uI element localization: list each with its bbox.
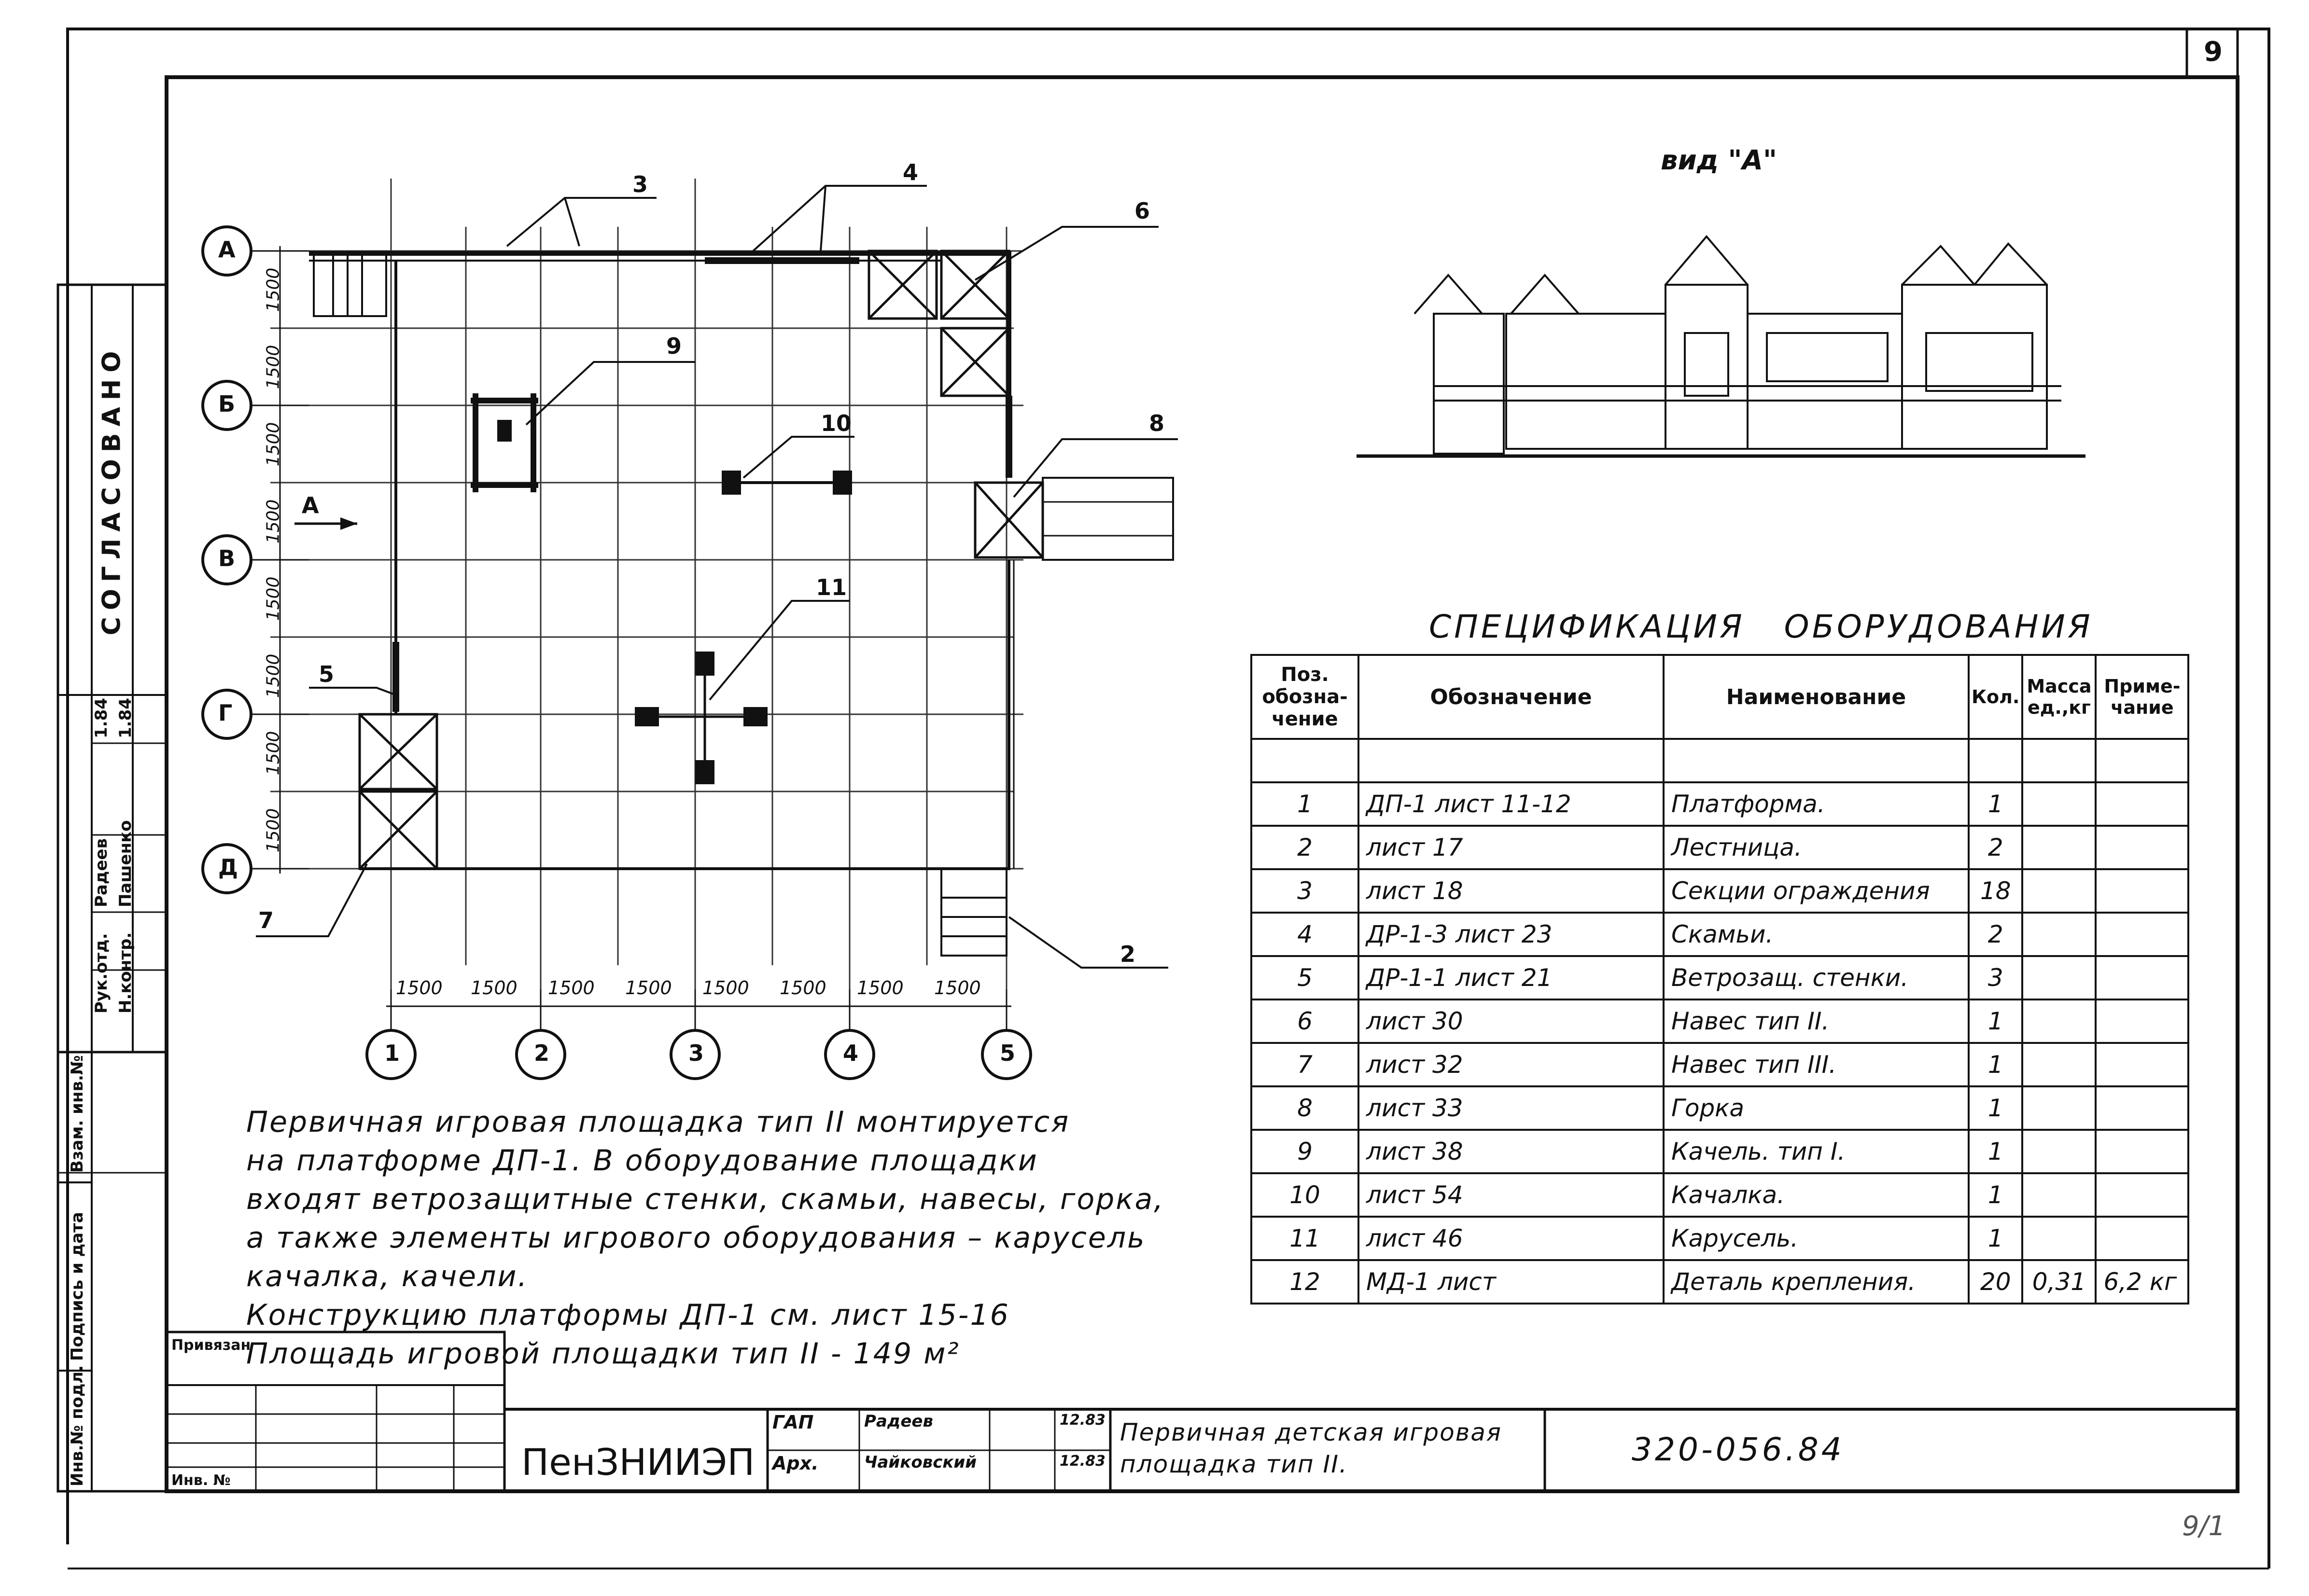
agreed-label: СОГЛАСОВАНО — [97, 344, 126, 636]
tb-date-1: 12.83 — [1060, 1412, 1106, 1429]
note-line: Первичная игровая площадка тип II монтир… — [246, 1105, 1070, 1139]
dim-left-5: 1500 — [263, 576, 283, 621]
attached-label: Привязан — [171, 1337, 251, 1354]
spec-header-note: Приме-чание — [2095, 654, 2190, 740]
axis-row-b: Б — [218, 391, 236, 417]
callout-6: 6 — [1134, 198, 1150, 224]
note-line: качалка, качели. — [246, 1260, 529, 1293]
date-pashenko: 1.84 — [116, 698, 135, 738]
dim-bottom-3: 1500 — [548, 977, 595, 999]
dim-left-3: 1500 — [263, 422, 283, 467]
callout-11: 11 — [816, 574, 847, 600]
spec-row — [1250, 738, 2190, 783]
name-pashenko: Пашенко — [116, 820, 135, 908]
spec-title: СПЕЦИФИКАЦИЯ ОБОРУДОВАНИЯ — [1429, 608, 2093, 645]
view-a-title: вид "А" — [1661, 145, 1777, 176]
tb-name-1: Радеев — [864, 1412, 933, 1431]
general-notes: Первичная игровая площадка тип II монтир… — [246, 1103, 1164, 1373]
drawing-title: Первичная детская игровая площадка тип I… — [1120, 1418, 1502, 1478]
callout-4: 4 — [903, 159, 919, 185]
note-line: Конструкцию платформы ДП-1 см. лист 15-1… — [246, 1298, 1010, 1332]
spec-header-row: Поз. обозна-чение Обозначение Наименован… — [1250, 654, 2190, 740]
axis-col-1: 1 — [384, 1040, 400, 1066]
sheet-number: 9 — [2204, 36, 2223, 68]
dim-left-4: 1500 — [263, 499, 283, 544]
axis-row-a: А — [218, 236, 236, 263]
role-arch: Арх. — [772, 1453, 819, 1474]
callout-8: 8 — [1149, 410, 1165, 436]
view-arrow-label: А — [302, 492, 319, 518]
note-line: на платформе ДП-1. В оборудование площад… — [246, 1144, 1038, 1178]
dim-left-7: 1500 — [263, 731, 283, 776]
callout-2: 2 — [1120, 941, 1136, 967]
axis-row-d: Д — [218, 854, 238, 880]
spec-header-mass: Масса ед.,кг — [2021, 654, 2097, 740]
inv-number-label: Инв. № — [171, 1472, 231, 1489]
dim-bottom-8: 1500 — [934, 977, 981, 999]
date-radeev: 1.84 — [92, 698, 111, 738]
role-norm-control: Н.контр. — [116, 932, 135, 1013]
dim-left-1: 1500 — [263, 267, 283, 312]
dim-bottom-2: 1500 — [471, 977, 518, 999]
dim-bottom-5: 1500 — [702, 977, 749, 999]
dim-bottom-4: 1500 — [625, 977, 672, 999]
axis-col-4: 4 — [843, 1040, 859, 1066]
axis-row-v: В — [218, 545, 236, 571]
axis-col-2: 2 — [534, 1040, 550, 1066]
dim-left-2: 1500 — [263, 345, 283, 389]
callout-3: 3 — [632, 171, 648, 197]
spec-table: Поз. обозна-чение Обозначение Наименован… — [1250, 654, 2190, 1305]
callout-10: 10 — [821, 410, 852, 436]
note-line: а также элементы игрового оборудования –… — [246, 1221, 1146, 1255]
corner-mark: 9/1 — [2182, 1511, 2226, 1542]
spec-header-name: Наименование — [1663, 654, 1970, 740]
spec-header-pos: Поз. обозна-чение — [1250, 654, 1359, 740]
axis-row-g: Г — [218, 700, 233, 726]
signature-date: Подпись и дата — [68, 1212, 87, 1361]
dim-bottom-1: 1500 — [396, 977, 443, 999]
document-code: 320-056.84 — [1632, 1431, 1845, 1468]
dim-left-6: 1500 — [263, 653, 283, 698]
tb-name-2: Чайковский — [864, 1453, 977, 1472]
name-radeev: Радеев — [92, 838, 111, 907]
spec-header-code: Обозначение — [1357, 654, 1665, 740]
role-head: Рук.отд. — [92, 933, 111, 1013]
bureau-name: ПенЗНИИЭП — [521, 1441, 755, 1484]
inv-original: Инв.№ подл. — [68, 1365, 87, 1486]
callout-5: 5 — [319, 661, 335, 687]
axis-col-3: 3 — [688, 1040, 704, 1066]
role-gap: ГАП — [772, 1412, 814, 1433]
callout-9: 9 — [666, 333, 682, 359]
callout-7: 7 — [258, 907, 274, 933]
dim-bottom-7: 1500 — [857, 977, 904, 999]
tb-date-2: 12.83 — [1060, 1453, 1106, 1470]
replacing-inv: Взам. инв.№ — [68, 1055, 87, 1173]
note-line: входят ветрозащитные стенки, скамьи, нав… — [246, 1182, 1165, 1216]
spec-header-qty: Кол. — [1967, 654, 2024, 740]
note-line: Площадь игровой площадки тип II - 149 м² — [246, 1337, 960, 1371]
axis-col-5: 5 — [1000, 1040, 1016, 1066]
dim-bottom-6: 1500 — [780, 977, 826, 999]
dim-left-8: 1500 — [263, 808, 283, 853]
